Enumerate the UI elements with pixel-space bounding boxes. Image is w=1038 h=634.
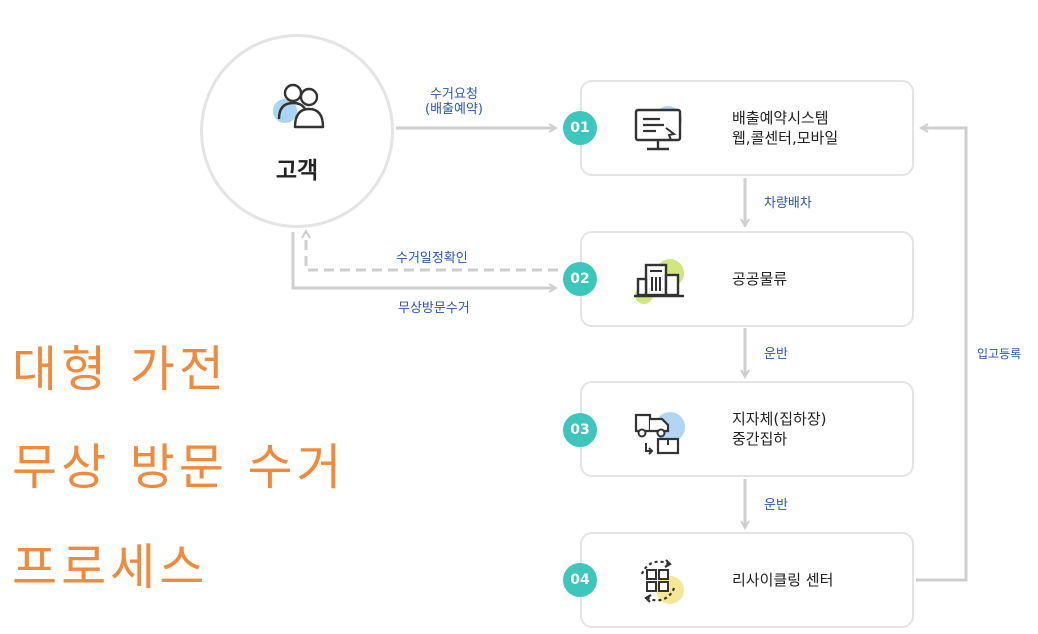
flow-label-visit: 무상방문수거 xyxy=(398,301,470,316)
people-icon xyxy=(273,83,325,129)
step-badge-1: 01 xyxy=(563,111,597,145)
step-2-line1: 공공물류 xyxy=(732,270,788,288)
building-icon xyxy=(634,259,684,304)
customer-label: 고객 xyxy=(275,158,319,184)
customer-node: 고객 xyxy=(200,34,394,228)
step-badge-3: 03 xyxy=(563,413,597,447)
step-badge-4: 04 xyxy=(563,563,597,597)
flow-label-dispatch: 차량배차 xyxy=(764,196,812,211)
arrow-visit xyxy=(291,232,555,288)
step-1-line2: 웹,콜센터,모바일 xyxy=(732,129,839,147)
step-card-3: 지자체(집하장) 중간집하 xyxy=(580,381,914,477)
step-3-line1: 지자체(집하장) xyxy=(732,410,827,428)
flow-label-transport-2: 운반 xyxy=(764,498,788,513)
step-1-line1: 배출예약시스템 xyxy=(732,109,829,127)
title-line-3: 프로세스 xyxy=(12,539,209,596)
step-3-line2: 중간집하 xyxy=(732,430,788,448)
step-badge-2: 02 xyxy=(563,262,597,296)
step-card-2: 공공물류 xyxy=(580,231,914,327)
title-line-1: 대형 가전 xyxy=(12,341,228,398)
flow-label-confirm: 수거일정확인 xyxy=(396,251,468,266)
flow-label-transport-1: 운반 xyxy=(764,347,788,362)
truck-icon xyxy=(634,412,685,455)
monitor-icon xyxy=(634,106,682,151)
recycle-icon xyxy=(640,559,684,604)
step-card-4: 리사이클링 센터 xyxy=(580,532,914,628)
title-line-2: 무상 방문 수거 xyxy=(12,439,346,496)
flow-label-register: 입고등록 xyxy=(977,347,1022,361)
flow-label-request: 수거요청 (배출예약) xyxy=(425,87,483,117)
step-4-line1: 리사이클링 센터 xyxy=(732,571,834,589)
arrow-confirm xyxy=(306,232,558,272)
step-card-1: 배출예약시스템 웹,콜센터,모바일 xyxy=(580,80,914,176)
arrow-register xyxy=(916,128,968,582)
